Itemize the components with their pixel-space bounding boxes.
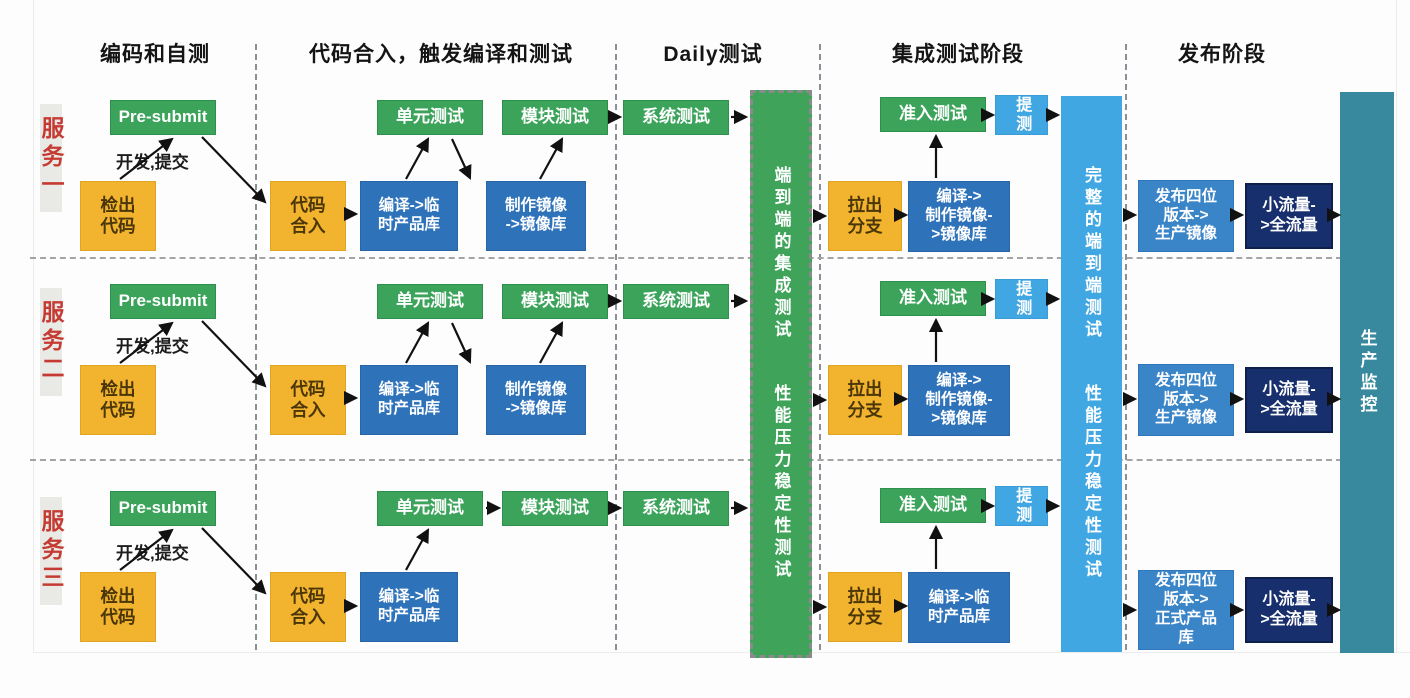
make-image-box-r2: 制作镜像 ->镜像库 <box>486 365 586 435</box>
frame-line-right <box>1396 0 1397 652</box>
admission-test-box-r1: 准入测试 <box>880 97 986 132</box>
stage-divider-1 <box>255 44 257 650</box>
dev-commit-label-r1: 开发,提交 <box>116 153 189 172</box>
production-monitor-label: 生产监控 <box>1357 328 1377 417</box>
system-test-box-r2: 系统测试 <box>623 284 729 319</box>
code-merge-box-r3: 代码 合入 <box>270 572 346 642</box>
system-test-box-r1: 系统测试 <box>623 100 729 135</box>
stage-header-integration: 集成测试阶段 <box>892 43 1024 66</box>
compile-temp-repo-box-r3: 编译->临 时产品库 <box>360 572 458 642</box>
service-label-3-text: 服务三 <box>38 509 64 593</box>
service-divider-1 <box>30 257 1342 259</box>
stage-header-merge-build: 代码合入，触发编译和测试 <box>309 43 573 66</box>
integration-build-box-r1: 编译-> 制作镜像- >镜像库 <box>908 181 1010 252</box>
frame-line-bottom <box>33 652 1410 653</box>
service-divider-2 <box>30 459 1342 461</box>
production-monitor-bar: 生产监控 <box>1340 92 1394 653</box>
pull-branch-box-r1: 拉出 分支 <box>828 181 902 251</box>
unit-test-box-r1: 单元测试 <box>377 100 483 135</box>
code-merge-box-r1: 代码 合入 <box>270 181 346 251</box>
service-label-1-text: 服务一 <box>38 116 64 200</box>
service-label-2: 服务二 <box>38 288 64 396</box>
presubmit-box-r1: Pre-submit <box>110 100 216 135</box>
unit-test-box-r2: 单元测试 <box>377 284 483 319</box>
code-merge-box-r2: 代码 合入 <box>270 365 346 435</box>
integration-build-box-r2: 编译-> 制作镜像- >镜像库 <box>908 365 1010 436</box>
integration-build-box-r3: 编译->临 时产品库 <box>908 572 1010 643</box>
integration-e2e-test-bar: 完整的端到端测试 性能压力稳定性测试 <box>1061 96 1122 652</box>
dev-commit-label-r2: 开发,提交 <box>116 337 189 356</box>
admission-test-box-r2: 准入测试 <box>880 281 986 316</box>
submit-test-box-r3: 提测 <box>995 486 1048 526</box>
compile-temp-repo-box-r2: 编译->临 时产品库 <box>360 365 458 435</box>
module-test-box-r3: 模块测试 <box>502 491 608 526</box>
submit-test-box-r1: 提测 <box>995 95 1048 135</box>
pull-branch-box-r2: 拉出 分支 <box>828 365 902 435</box>
checkout-code-box-r3: 检出 代码 <box>80 572 156 642</box>
stage-divider-3 <box>819 44 821 650</box>
frame-line-left <box>33 0 34 652</box>
release-version-box-r2: 发布四位 版本-> 生产镜像 <box>1138 364 1234 436</box>
stage-divider-4 <box>1125 44 1127 650</box>
stage-divider-2 <box>615 44 617 650</box>
pull-branch-box-r3: 拉出 分支 <box>828 572 902 642</box>
compile-temp-repo-box-r1: 编译->临 时产品库 <box>360 181 458 251</box>
traffic-rollout-box-r1: 小流量- >全流量 <box>1245 183 1333 249</box>
checkout-code-box-r1: 检出 代码 <box>80 181 156 251</box>
traffic-rollout-box-r2: 小流量- >全流量 <box>1245 367 1333 433</box>
make-image-box-r1: 制作镜像 ->镜像库 <box>486 181 586 251</box>
daily-e2e-test-bar: 端到端的集成测试 性能压力稳定性测试 <box>750 90 812 658</box>
release-version-box-r3: 发布四位 版本-> 正式产品 库 <box>1138 570 1234 650</box>
daily-bar-line2: 性能压力稳定性测试 <box>771 384 791 582</box>
integration-bar-line2: 性能压力稳定性测试 <box>1082 384 1101 582</box>
dev-commit-label-r3: 开发,提交 <box>116 544 189 563</box>
traffic-rollout-box-r3: 小流量- >全流量 <box>1245 577 1333 643</box>
stage-header-daily-test: Daily测试 <box>663 43 763 66</box>
presubmit-box-r3: Pre-submit <box>110 491 216 526</box>
presubmit-box-r2: Pre-submit <box>110 284 216 319</box>
stage-header-coding: 编码和自测 <box>100 43 210 66</box>
service-label-1: 服务一 <box>38 104 64 212</box>
unit-test-box-r3: 单元测试 <box>377 491 483 526</box>
stage-header-release: 发布阶段 <box>1178 43 1266 66</box>
service-label-2-text: 服务二 <box>38 300 64 384</box>
integration-bar-line1: 完整的端到端测试 <box>1082 166 1101 342</box>
submit-test-box-r2: 提测 <box>995 279 1048 319</box>
checkout-code-box-r2: 检出 代码 <box>80 365 156 435</box>
release-version-box-r1: 发布四位 版本-> 生产镜像 <box>1138 180 1234 252</box>
module-test-box-r2: 模块测试 <box>502 284 608 319</box>
system-test-box-r3: 系统测试 <box>623 491 729 526</box>
module-test-box-r1: 模块测试 <box>502 100 608 135</box>
service-label-3: 服务三 <box>38 497 64 605</box>
daily-bar-line1: 端到端的集成测试 <box>771 166 791 342</box>
admission-test-box-r3: 准入测试 <box>880 488 986 523</box>
